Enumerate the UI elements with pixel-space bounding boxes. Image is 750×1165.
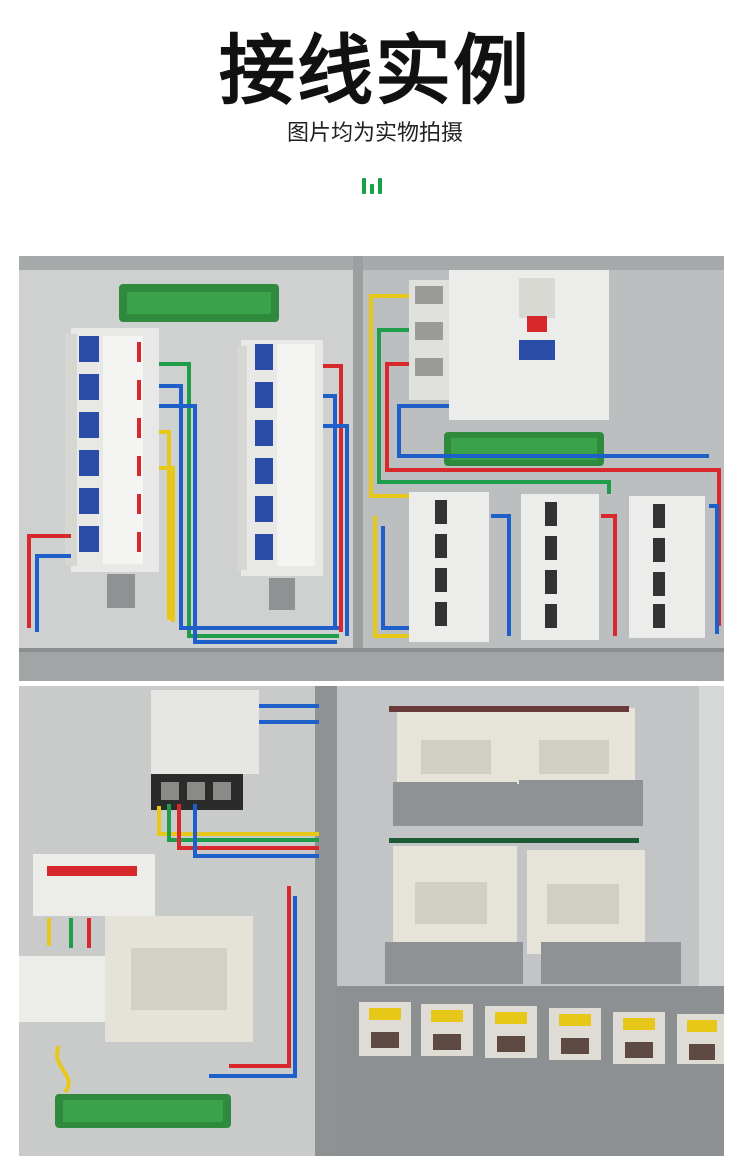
main-breaker-bottom <box>151 690 259 810</box>
mid-bracket <box>389 838 639 843</box>
branch-breaker-row <box>337 986 724 1156</box>
neutral-busbar-right <box>444 432 604 466</box>
wiring-left <box>27 362 349 644</box>
page-header: 接线实例 图片均为实物拍摄 <box>0 0 750 256</box>
breaker-stack-1 <box>65 328 159 608</box>
breaker-group-3 <box>629 496 705 638</box>
wiring-photo-top <box>19 256 724 681</box>
wiring-bottom-left <box>47 704 319 1094</box>
distribution-box-illustration-top <box>19 256 724 681</box>
meter-holder-2 <box>527 850 681 984</box>
meter-holder-1 <box>385 846 523 984</box>
surge-breakers <box>19 854 155 1022</box>
main-breaker <box>409 270 609 420</box>
breaker-stack-2 <box>237 340 323 610</box>
empty-meter-base <box>105 916 253 1042</box>
page-title: 接线实例 <box>219 26 531 115</box>
page-subtitle: 图片均为实物拍摄 <box>286 121 463 146</box>
top-bracket <box>389 706 629 712</box>
breaker-group-1 <box>409 492 489 642</box>
breaker-group-2 <box>521 494 599 640</box>
meter-holder-3 <box>393 706 521 826</box>
neutral-busbar-bottom <box>55 1094 231 1128</box>
neutral-busbar-left <box>119 284 279 322</box>
meter-holder-4 <box>517 708 643 826</box>
wiring-right <box>369 294 721 638</box>
accent-bars-icon <box>362 174 388 194</box>
wiring-photo-bottom <box>19 686 724 1156</box>
meter-box-illustration-bottom <box>19 686 724 1156</box>
